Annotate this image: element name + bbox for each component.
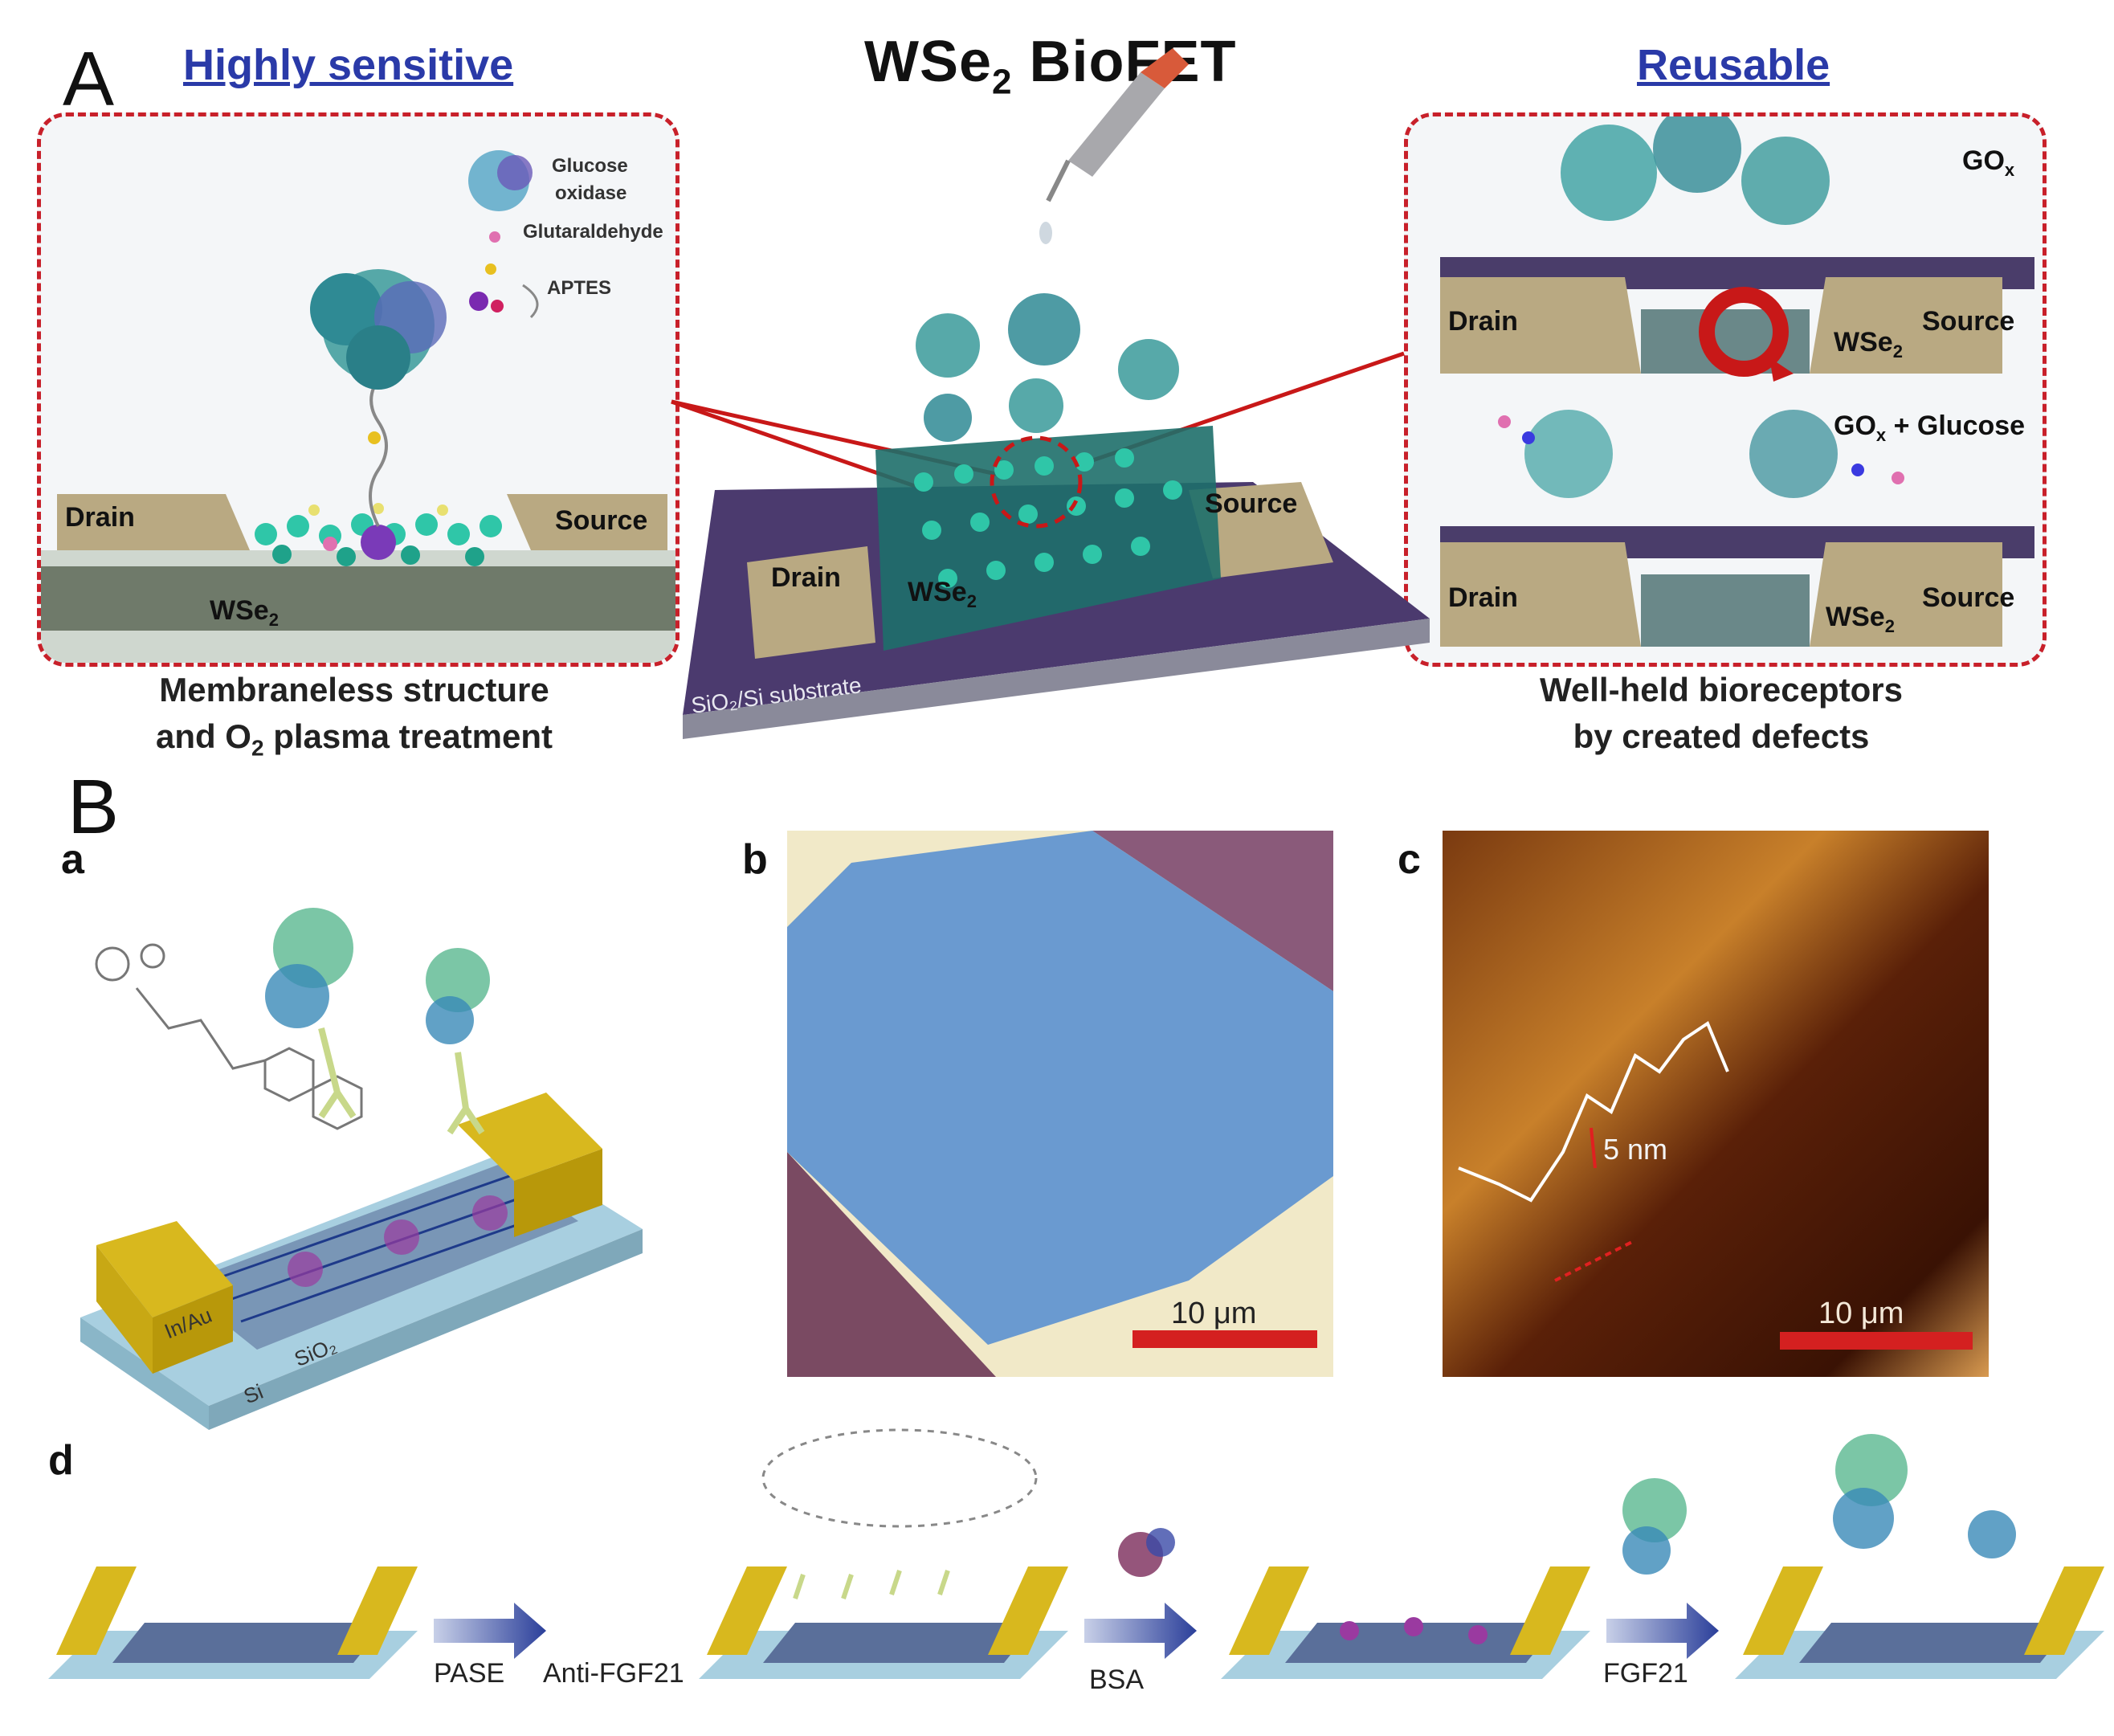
left-inset-drawing	[41, 150, 675, 663]
left-caption: Membraneless structure and O2 plasma tre…	[155, 671, 553, 761]
right-source-top-label: Source	[1922, 306, 2015, 337]
left-heading: Highly sensitive	[183, 41, 514, 89]
center-drain-label: Drain	[771, 562, 841, 593]
left-drain-label: Drain	[65, 502, 135, 533]
reaction-label: GOx + Glucose	[1834, 411, 2026, 445]
device-step-1	[48, 1566, 418, 1679]
panel-a-letter: A	[63, 36, 115, 122]
right-inset: GOx Drain Source WSe2 GOx + Glucose Drai…	[1404, 112, 2047, 667]
center-channel-label: WSe2	[908, 577, 977, 611]
step-label-pase: PASE	[434, 1658, 505, 1689]
left-inset: Glucose oxidase Glutaraldehyde APTES Dra…	[37, 112, 680, 667]
center-enzymes	[916, 293, 1179, 442]
device-step-3	[1221, 1566, 1590, 1679]
device-schematic-a	[80, 908, 643, 1430]
pipette-icon	[1039, 48, 1189, 244]
center-source-label: Source	[1205, 488, 1298, 519]
sub-a-letter: a	[61, 836, 84, 883]
enzyme-cluster	[310, 269, 447, 390]
sub-c-letter: c	[1398, 836, 1421, 883]
gox-label: GOx	[1962, 145, 2015, 180]
wse2-lattice	[255, 503, 502, 566]
afm-image-c	[1443, 831, 1989, 1377]
panel-b-letter: B	[67, 764, 120, 850]
right-drain-top-label: Drain	[1448, 306, 1518, 337]
right-source-bottom-label: Source	[1922, 582, 2015, 613]
aptes-label: APTES	[547, 277, 612, 299]
recycle-icon	[1699, 287, 1789, 377]
step-label-anti-fgf21: Anti-FGF21	[543, 1658, 684, 1689]
right-channel-bottom-label: WSe2	[1826, 602, 1895, 636]
scale-label-b: 10 μm	[1171, 1297, 1257, 1330]
right-heading: Reusable	[1637, 41, 1830, 89]
step-label-fgf21: FGF21	[1603, 1658, 1688, 1689]
right-inset-drawing	[1440, 116, 2034, 647]
main-title: WSe2 BioFET	[864, 30, 1237, 102]
gox-clusters	[1498, 116, 1904, 498]
scale-bar-b	[1132, 1330, 1317, 1348]
step-label-bsa: BSA	[1089, 1665, 1145, 1695]
oxidase-label: oxidase	[555, 182, 627, 204]
scale-bar-c	[1780, 1332, 1973, 1350]
glutaraldehyde-label: Glutaraldehyde	[523, 221, 663, 243]
height-label-c: 5 nm	[1603, 1133, 1668, 1166]
process-flow-d	[48, 1428, 2104, 1679]
scale-label-c: 10 μm	[1818, 1297, 1904, 1330]
device-step-4	[1735, 1434, 2104, 1679]
left-channel-label: WSe2	[210, 595, 279, 630]
sub-b-letter: b	[742, 836, 768, 883]
right-channel-top-label: WSe2	[1834, 327, 1903, 361]
right-drain-bottom-label: Drain	[1448, 582, 1518, 613]
left-source-label: Source	[555, 505, 648, 536]
glucose-label: Glucose	[552, 155, 628, 177]
right-caption: Well-held bioreceptors by created defect…	[1540, 671, 1903, 755]
device-step-2	[699, 1428, 1068, 1679]
sub-d-letter: d	[48, 1437, 74, 1484]
optical-image-b	[787, 831, 1333, 1377]
